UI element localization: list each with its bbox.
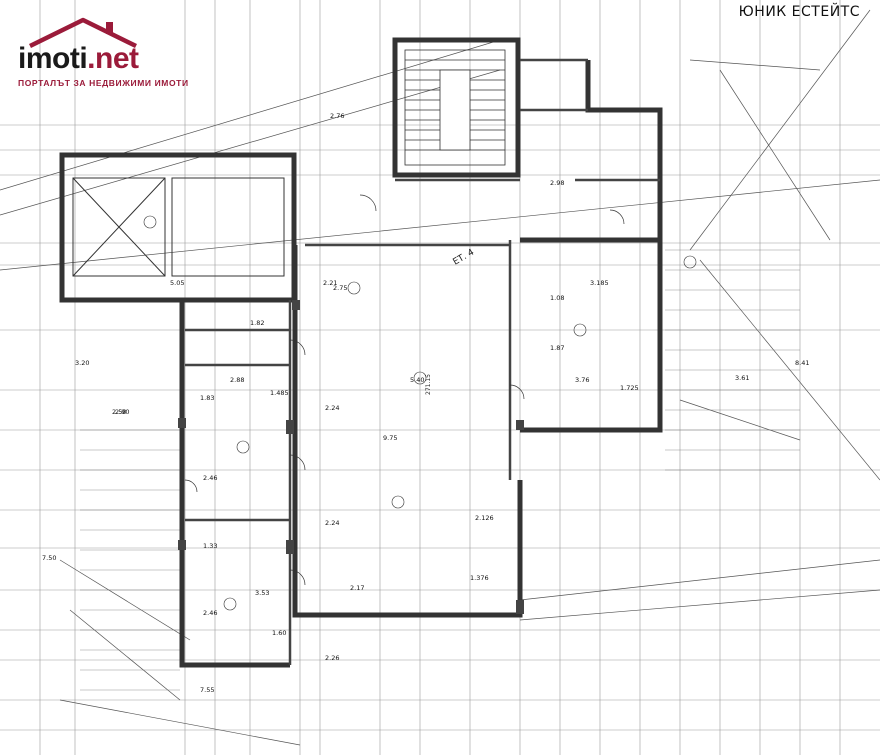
svg-text:8.41: 8.41 <box>795 359 809 367</box>
svg-text:1.485: 1.485 <box>270 389 289 397</box>
svg-text:271.15: 271.15 <box>425 374 432 395</box>
columns <box>178 300 524 614</box>
svg-text:2.26: 2.26 <box>325 654 339 662</box>
svg-text:2.17: 2.17 <box>350 584 364 592</box>
svg-text:2.24: 2.24 <box>325 404 339 412</box>
svg-text:2.90: 2.90 <box>115 408 129 416</box>
svg-text:1.83: 1.83 <box>200 394 214 402</box>
agency-name: ЮНИК ЕСТЕЙТС <box>738 4 860 20</box>
upper-left-box <box>72 177 285 277</box>
staircase <box>404 49 506 166</box>
svg-text:3.61: 3.61 <box>735 374 749 382</box>
svg-text:2.126: 2.126 <box>475 514 494 522</box>
svg-text:2.21: 2.21 <box>323 279 337 287</box>
interior-walls <box>185 58 660 665</box>
svg-text:3.53: 3.53 <box>255 589 269 597</box>
logo-wordmark: imoti.net <box>18 42 139 75</box>
svg-text:3.20: 3.20 <box>75 359 89 367</box>
svg-text:2.50: 2.50 <box>112 408 126 416</box>
svg-text:2.76: 2.76 <box>330 112 344 120</box>
imoti-logo: imoti.net ПОРТАЛЪТ ЗА НЕДВИЖИМИ ИМОТИ <box>8 8 188 88</box>
floor-tag: ЕТ. 4 271.15 <box>425 247 476 395</box>
svg-text:9.75: 9.75 <box>383 434 397 442</box>
svg-text:3.185: 3.185 <box>590 279 609 287</box>
svg-text:1.33: 1.33 <box>203 542 217 550</box>
svg-text:7.55: 7.55 <box>200 686 214 694</box>
svg-text:1.82: 1.82 <box>250 319 264 327</box>
room-markers <box>143 215 697 611</box>
svg-text:1.87: 1.87 <box>550 344 564 352</box>
svg-text:ЕТ. 4: ЕТ. 4 <box>452 247 477 267</box>
door-swings <box>184 194 625 586</box>
svg-text:2.46: 2.46 <box>203 474 217 482</box>
svg-text:3.76: 3.76 <box>575 376 589 384</box>
dimension-labels: 2.76 2.75 2.21 5.40 9.75 2.24 2.24 2.17 … <box>42 112 809 694</box>
svg-text:5.40: 5.40 <box>410 376 424 384</box>
svg-text:1.08: 1.08 <box>550 294 564 302</box>
svg-text:2.46: 2.46 <box>203 609 217 617</box>
svg-text:2.24: 2.24 <box>325 519 339 527</box>
svg-text:5.05: 5.05 <box>170 279 184 287</box>
exterior-walls <box>59 37 663 668</box>
terrace-hatching <box>80 249 800 691</box>
svg-text:1.376: 1.376 <box>470 574 489 582</box>
svg-text:2.75: 2.75 <box>333 284 347 292</box>
svg-text:2.98: 2.98 <box>550 179 564 187</box>
logo-tagline: ПОРТАЛЪТ ЗА НЕДВИЖИМИ ИМОТИ <box>18 78 189 88</box>
svg-text:2.88: 2.88 <box>230 376 244 384</box>
svg-text:7.50: 7.50 <box>42 554 56 562</box>
svg-text:1.60: 1.60 <box>272 629 286 637</box>
svg-text:1.725: 1.725 <box>620 384 639 392</box>
house-roof-icon <box>29 17 137 49</box>
diagonal-lines <box>0 9 880 746</box>
